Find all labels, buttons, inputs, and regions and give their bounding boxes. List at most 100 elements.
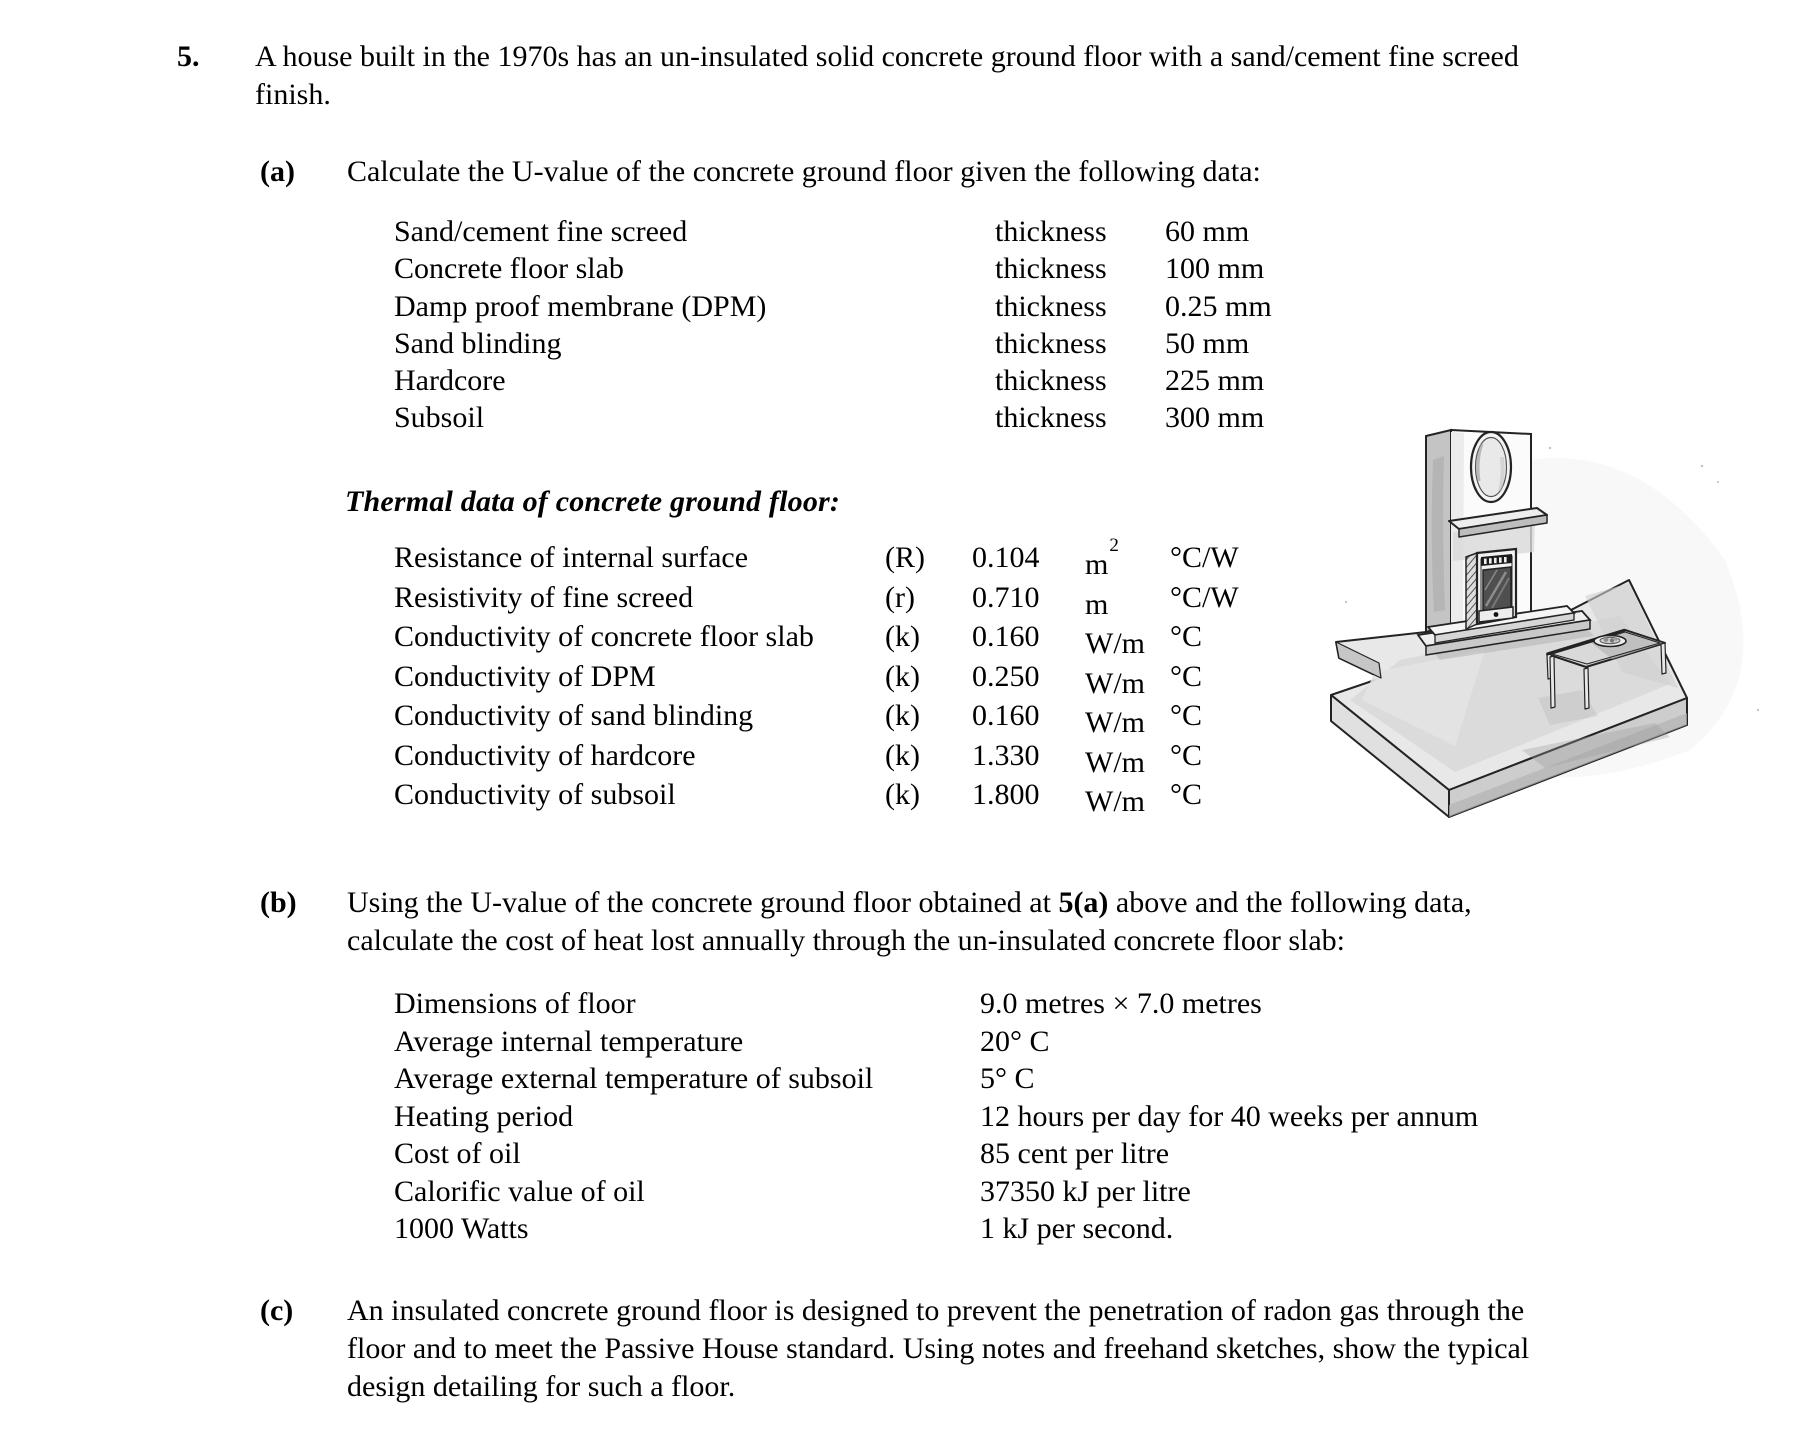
thermal-unit1: W/m	[1085, 745, 1145, 779]
part-b-label: (b)	[260, 886, 297, 919]
data-value: 20° C	[980, 1024, 1050, 1058]
thermal-symbol: (k)	[885, 659, 920, 693]
data-label: 1000 Watts	[394, 1212, 529, 1245]
layer-property: thickness	[995, 364, 1107, 398]
thermal-symbol: (R)	[885, 541, 925, 574]
table-shadow	[1522, 723, 1670, 768]
thermal-symbol: (r)	[885, 580, 915, 614]
drawer-knob	[1493, 612, 1499, 617]
thermal-name: Resistivity of fine screed	[394, 580, 694, 614]
layer-value: 225 mm	[1165, 364, 1265, 398]
layer-value: 50 mm	[1165, 326, 1250, 360]
thermal-unit1: W/m	[1085, 785, 1145, 818]
intro-line: finish.	[255, 78, 331, 111]
thermal-value: 0.710	[972, 580, 1040, 614]
prompt-line: calculate the cost of heat lost annually…	[347, 924, 1345, 957]
part-b-prompt: Using the U-value of the concrete ground…	[347, 884, 1472, 960]
thermal-name: Conductivity of DPM	[394, 659, 656, 693]
prompt-line: Using the U-value of the concrete ground…	[347, 886, 1472, 919]
layer-property: thickness	[995, 215, 1107, 248]
thermal-name: Resistance of internal surface	[394, 541, 749, 574]
intro-line: A house built in the 1970s has an un-ins…	[255, 40, 1519, 73]
data-label: Average internal temperature	[394, 1024, 744, 1058]
table-row: Hardcore thickness 225 mm	[394, 362, 1272, 399]
data-value: 1 kJ per second.	[980, 1212, 1174, 1245]
layer-name: Sand/cement fine screed	[394, 215, 688, 248]
data-label: Calorific value of oil	[394, 1174, 645, 1208]
layer-property: thickness	[995, 289, 1107, 323]
data-label: Heating period	[394, 1099, 574, 1133]
bold-reference: 5(a)	[1058, 886, 1109, 919]
thermal-unit2: °C	[1170, 778, 1203, 811]
table-row: Sand blinding thickness 50 mm	[394, 325, 1272, 362]
thermal-data-table: Resistance of internal surface (R) 0.104 m2…	[394, 535, 1239, 818]
thermal-symbol: (k)	[885, 738, 920, 772]
thermal-symbol: (k)	[885, 620, 920, 653]
thermal-unit1: m2	[1085, 535, 1119, 581]
mirror	[1469, 430, 1513, 504]
thermal-value: 0.160	[972, 620, 1040, 653]
data-label: Dimensions of floor	[394, 987, 636, 1020]
table-leg	[1660, 642, 1667, 675]
table-row: Subsoil thickness 300 mm	[394, 399, 1272, 436]
fireplace-insert	[1465, 547, 1518, 631]
thermal-unit2: °C	[1170, 659, 1203, 693]
speckles	[1344, 446, 1760, 712]
part-c-text: An insulated concrete ground floor is de…	[347, 1292, 1529, 1406]
question-intro: A house built in the 1970s has an un-ins…	[255, 38, 1519, 114]
text-line: floor and to meet the Passive House stan…	[347, 1332, 1530, 1365]
thermal-unit1: W/m	[1085, 666, 1145, 700]
thermal-unit2: °C	[1170, 620, 1203, 653]
layer-property: thickness	[995, 252, 1107, 286]
table-row: Calorific value of oil 37350 kJ per litre	[394, 1173, 1478, 1211]
fruit-bowl	[1593, 634, 1627, 648]
layer-value: 0.25 mm	[1165, 289, 1272, 323]
part-a-label: (a)	[260, 155, 295, 188]
layer-value: 100 mm	[1165, 252, 1265, 286]
table-row: Resistance of internal surface (R) 0.104 m2…	[394, 535, 1239, 581]
table-row: Sand/cement fine screed thickness 60 mm	[394, 213, 1272, 250]
thermal-unit1: m	[1085, 587, 1109, 621]
data-value: 5° C	[980, 1062, 1035, 1095]
thermal-unit2: °C	[1170, 738, 1203, 772]
thermal-symbol: (k)	[885, 699, 920, 732]
layer-value: 60 mm	[1165, 215, 1250, 248]
part-c-label: (c)	[260, 1294, 294, 1327]
fireplace-floor-slab-sketch	[1330, 428, 1760, 818]
layer-value: 300 mm	[1165, 401, 1265, 435]
table-row: 1000 Watts 1 kJ per second.	[394, 1210, 1478, 1248]
layer-property: thickness	[995, 326, 1107, 360]
data-label: Cost of oil	[394, 1137, 521, 1170]
data-value: 12 hours per day for 40 weeks per annum	[980, 1099, 1479, 1133]
thermal-unit1: W/m	[1085, 627, 1145, 660]
table-row: Average external temperature of subsoil 5…	[394, 1060, 1478, 1098]
thermal-value: 1.330	[972, 738, 1040, 772]
layer-name: Subsoil	[394, 401, 485, 435]
question-number: 5.	[177, 40, 200, 73]
thermal-data-heading: Thermal data of concrete ground floor:	[345, 485, 841, 518]
thermal-symbol: (k)	[885, 778, 920, 811]
layer-name: Sand blinding	[394, 326, 562, 360]
data-label: Average external temperature of subsoil	[394, 1062, 874, 1095]
thermal-name: Conductivity of subsoil	[394, 778, 676, 811]
layer-name: Hardcore	[394, 364, 506, 398]
thermal-value: 0.104	[972, 541, 1040, 574]
hearth-shadow	[1432, 628, 1594, 660]
thermal-name: Conductivity of concrete floor slab	[394, 620, 814, 653]
hearth	[1416, 605, 1592, 656]
thermal-unit1: W/m	[1085, 706, 1145, 739]
layer-property: thickness	[995, 401, 1107, 435]
thermal-name: Conductivity of hardcore	[394, 738, 696, 772]
table-row: Heating period 12 hours per day for 40 we…	[394, 1098, 1478, 1136]
table-row: Resistivity of fine screed (r) 0.710 m °C/W	[394, 578, 1239, 621]
table-row: Conductivity of concrete floor slab (k) 0.…	[394, 617, 1239, 660]
data-value: 37350 kJ per litre	[980, 1174, 1191, 1208]
thermal-unit2: °C/W	[1170, 580, 1239, 614]
thermal-name: Conductivity of sand blinding	[394, 699, 754, 732]
mantel-shelf	[1448, 507, 1548, 561]
